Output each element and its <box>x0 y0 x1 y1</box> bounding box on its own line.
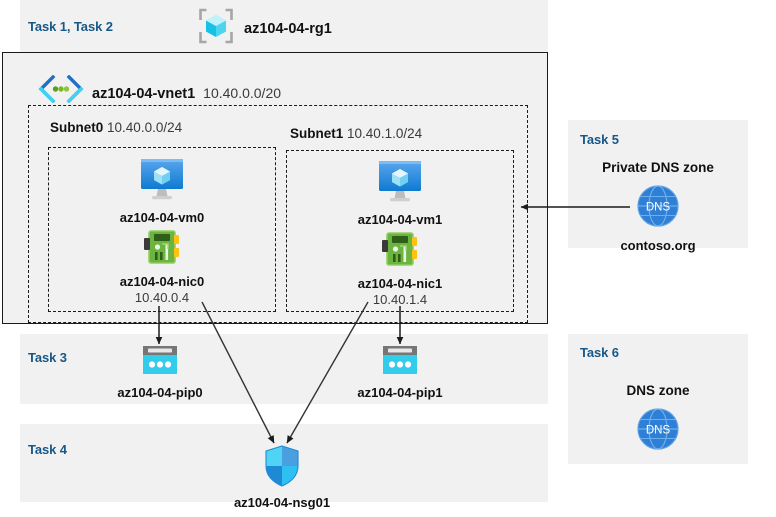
public-ip-icon <box>140 344 180 383</box>
virtual-machine-icon <box>373 157 427 210</box>
subnet1-title: Subnet1 10.40.1.0/24 <box>290 126 422 141</box>
task-label-6: Task 6 <box>580 345 619 360</box>
vm1-label: az104-04-vm1 <box>357 212 443 227</box>
nic0-ip: 10.40.0.4 <box>134 290 190 305</box>
task-label-4: Task 4 <box>28 442 67 457</box>
private-dns-zone-heading: Private DNS zone <box>602 160 714 175</box>
subnet0-cidr: 10.40.0.0/24 <box>107 120 183 135</box>
subnet1-cidr: 10.40.1.0/24 <box>347 126 423 141</box>
network-interface-icon <box>379 229 421 274</box>
resource-group-panel <box>20 0 548 52</box>
subnet0-name: Subnet0 <box>50 120 104 135</box>
virtual-network-name: az104-04-vnet1 <box>92 86 196 102</box>
dns-zone-node: DNS <box>583 406 733 457</box>
pip1-label: az104-04-pip1 <box>357 385 443 400</box>
dns-zone-heading: DNS zone <box>626 383 690 398</box>
subnet0-box <box>48 147 276 312</box>
subnets-container <box>28 105 528 323</box>
network-security-group-icon <box>262 444 302 493</box>
subnet0-title: Subnet0 10.40.0.0/24 <box>50 120 182 135</box>
resource-group-name: az104-04-rg1 <box>244 20 332 37</box>
pip0-node: az104-04-pip0 <box>85 344 235 400</box>
nic0-label: az104-04-nic0 <box>119 274 205 289</box>
pip0-label: az104-04-pip0 <box>117 385 203 400</box>
vm1-node: az104-04-vm1 <box>325 157 475 227</box>
nsg-node: az104-04-nsg01 <box>207 444 357 510</box>
dns-zone-icon: DNS <box>635 406 681 457</box>
vm0-label: az104-04-vm0 <box>119 210 205 225</box>
nsg-label: az104-04-nsg01 <box>233 495 331 510</box>
virtual-network-icon <box>38 74 84 108</box>
nic1-ip: 10.40.1.4 <box>372 292 428 307</box>
network-interface-icon <box>141 227 183 272</box>
public-ip-icon <box>380 344 420 383</box>
nic1-label: az104-04-nic1 <box>357 276 443 291</box>
virtual-machine-icon <box>135 155 189 208</box>
virtual-network-cidr: 10.40.0.0/20 <box>203 85 282 101</box>
task3-panel <box>20 334 548 404</box>
nic0-node: az104-04-nic0 10.40.0.4 <box>87 227 237 305</box>
private-dns-zone-node: DNS contoso.org <box>583 183 733 253</box>
task-label-1-2: Task 1, Task 2 <box>28 19 113 34</box>
nic1-node: az104-04-nic1 10.40.1.4 <box>325 229 475 307</box>
virtual-network-title: az104-04-vnet1 10.40.0.0/20 <box>38 70 282 104</box>
resource-group-icon <box>196 6 236 51</box>
subnet1-name: Subnet1 <box>290 126 344 141</box>
resource-group-title: az104-04-rg1 <box>196 6 332 51</box>
private-dns-zone-name: contoso.org <box>620 238 696 253</box>
task-label-5: Task 5 <box>580 132 619 147</box>
task-label-3: Task 3 <box>28 350 67 365</box>
pip1-node: az104-04-pip1 <box>325 344 475 400</box>
vm0-node: az104-04-vm0 <box>87 155 237 225</box>
svg-text:DNS: DNS <box>646 425 671 437</box>
svg-text:DNS: DNS <box>646 202 671 214</box>
task5-panel <box>568 120 748 248</box>
dns-zone-icon: DNS <box>635 183 681 234</box>
